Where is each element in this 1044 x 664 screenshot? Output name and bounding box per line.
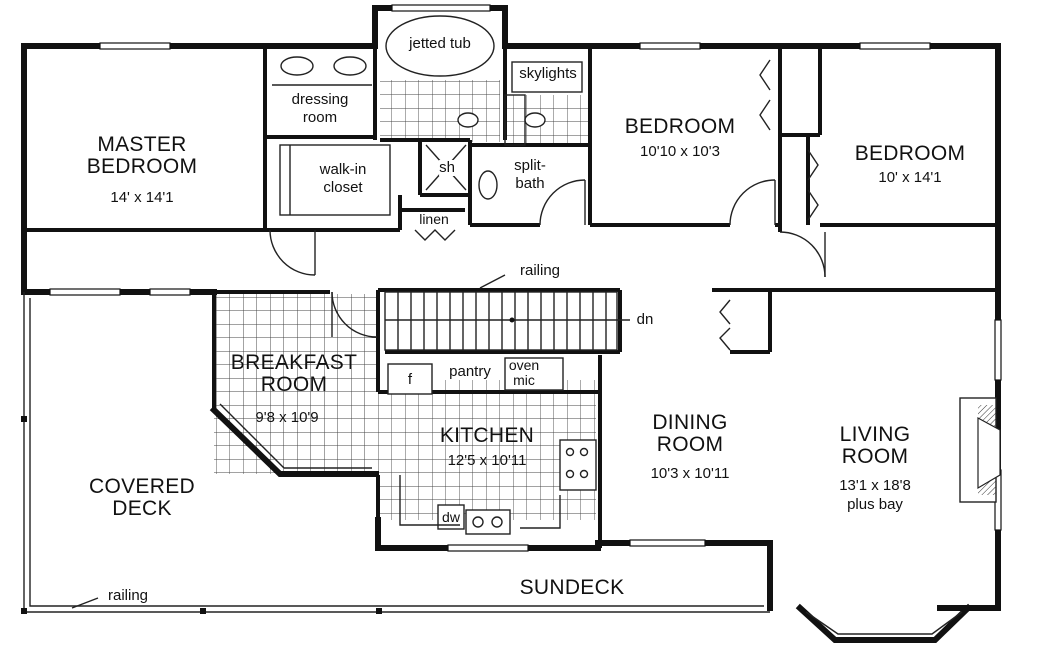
living-room-name: LIVING ROOM bbox=[839, 423, 911, 469]
stairs-down-label: dn bbox=[636, 311, 654, 328]
fireplace bbox=[959, 397, 1001, 503]
bedroom2-name: BEDROOM bbox=[854, 142, 966, 165]
living-room-dims: 13'1 x 18'8 bbox=[839, 477, 911, 494]
breakfast-room-name: BREAKFAST ROOM bbox=[230, 351, 358, 397]
staircase bbox=[384, 274, 630, 351]
living-name-line2: ROOM bbox=[841, 445, 909, 469]
kitchen-dims: 12'5 x 10'11 bbox=[447, 452, 527, 469]
walk-in-line2: closet bbox=[323, 178, 363, 196]
dining-name-line1: DINING bbox=[652, 411, 728, 434]
master-name-line2: BEDROOM bbox=[86, 155, 198, 179]
dining-room-dims: 10'3 x 10'11 bbox=[650, 465, 730, 482]
split-bath-line1: split- bbox=[514, 157, 546, 174]
deck-outline bbox=[21, 292, 770, 614]
walk-in-closet-label: walk-in closet bbox=[320, 162, 367, 196]
linen-label: linen bbox=[419, 211, 449, 227]
pantry-label: pantry bbox=[449, 363, 491, 380]
oven-line1: oven bbox=[508, 357, 540, 373]
bedroom1-dims: 10'10 x 10'3 bbox=[640, 143, 720, 160]
split-bath-line2: bath bbox=[515, 174, 545, 192]
jetted-tub-label: jetted tub bbox=[409, 35, 471, 52]
dressing-line1: dressing bbox=[291, 91, 349, 108]
bath-fixtures bbox=[272, 15, 583, 216]
kitchen-fixtures bbox=[387, 357, 597, 535]
dining-name-line2: ROOM bbox=[656, 433, 724, 457]
living-room-note: plus bay bbox=[847, 496, 903, 513]
doors bbox=[269, 59, 826, 351]
split-bath-label: split- bath bbox=[514, 158, 546, 192]
dining-room-name: DINING ROOM bbox=[652, 411, 728, 457]
covered-deck-line1: COVERED bbox=[89, 475, 195, 498]
dressing-line2: room bbox=[302, 108, 338, 126]
oven-line2: mic bbox=[513, 371, 535, 388]
sundeck-name: SUNDECK bbox=[519, 576, 625, 599]
master-bedroom-dims: 14' x 14'1 bbox=[110, 189, 174, 206]
railing-top-label: railing bbox=[519, 262, 561, 279]
master-bedroom-name: MASTER BEDROOM bbox=[86, 133, 198, 179]
kitchen-name: KITCHEN bbox=[439, 424, 535, 447]
breakfast-room-dims: 9'8 x 10'9 bbox=[255, 409, 319, 426]
breakfast-name-line1: BREAKFAST bbox=[230, 351, 358, 374]
railing-leaders bbox=[71, 597, 99, 609]
dressing-room-label: dressing room bbox=[292, 92, 349, 126]
breakfast-bay bbox=[209, 403, 379, 477]
bay-window bbox=[795, 603, 973, 643]
breakfast-name-line2: ROOM bbox=[260, 373, 328, 397]
walk-in-line1: walk-in bbox=[319, 161, 367, 178]
master-name-line1: MASTER bbox=[97, 133, 187, 156]
bedroom2-dims: 10' x 14'1 bbox=[878, 169, 942, 186]
railing-bottom-label: railing bbox=[107, 587, 149, 604]
oven-mic-label: oven mic bbox=[509, 358, 539, 387]
bedroom1-name: BEDROOM bbox=[624, 115, 736, 138]
skylights-label: skylights bbox=[519, 65, 577, 82]
covered-deck-name: COVERED DECK bbox=[89, 475, 195, 521]
covered-deck-line2: DECK bbox=[112, 497, 172, 521]
shower-label: sh bbox=[439, 159, 455, 176]
dishwasher-label: dw bbox=[442, 509, 460, 525]
fridge-label: f bbox=[407, 371, 413, 388]
living-name-line1: LIVING bbox=[839, 423, 911, 446]
